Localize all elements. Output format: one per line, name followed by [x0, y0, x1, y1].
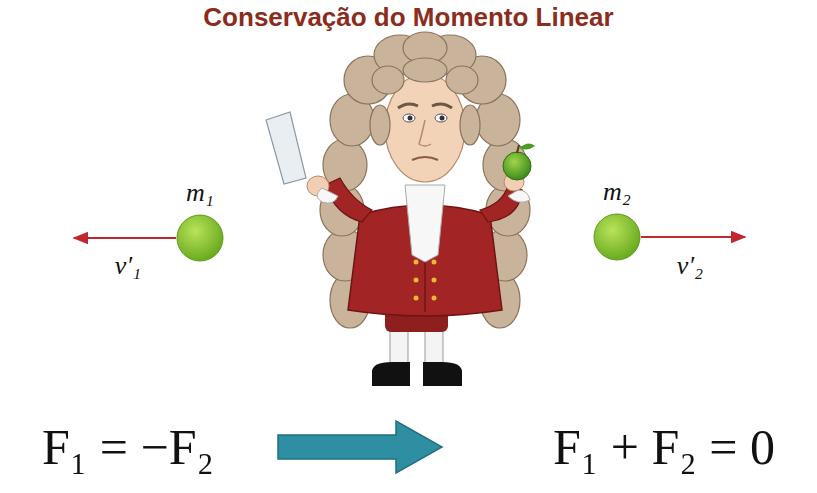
velocity-arrow: [74, 237, 176, 239]
ball-shape: [593, 213, 641, 261]
cravat: [405, 185, 445, 262]
mass-ball: m₁: [176, 179, 224, 262]
equation: F₁ = −F₂: [42, 420, 214, 475]
newton-figure: [266, 32, 535, 386]
cuff: [508, 190, 530, 202]
mass-label: m₁: [186, 179, 214, 208]
velocity-label: v′₂: [677, 252, 703, 281]
mass-label: m₂: [603, 178, 631, 207]
buttons: [414, 260, 437, 301]
apple: [503, 152, 531, 180]
equation: F₁ + F₂ = 0: [553, 420, 775, 475]
cuff: [317, 188, 338, 203]
paper: [266, 112, 306, 184]
mass-ball: m₂: [593, 178, 641, 261]
velocity-label: v′₁: [115, 252, 141, 281]
shoe: [423, 362, 462, 386]
ball-shape: [176, 214, 224, 262]
velocity-arrow: [641, 236, 745, 238]
implies-arrow: [278, 421, 442, 473]
wig: [320, 32, 530, 328]
slide-title: Conservação do Momento Linear: [0, 2, 817, 33]
ball: [594, 214, 640, 260]
shoe: [372, 362, 410, 386]
ball: [177, 215, 223, 261]
